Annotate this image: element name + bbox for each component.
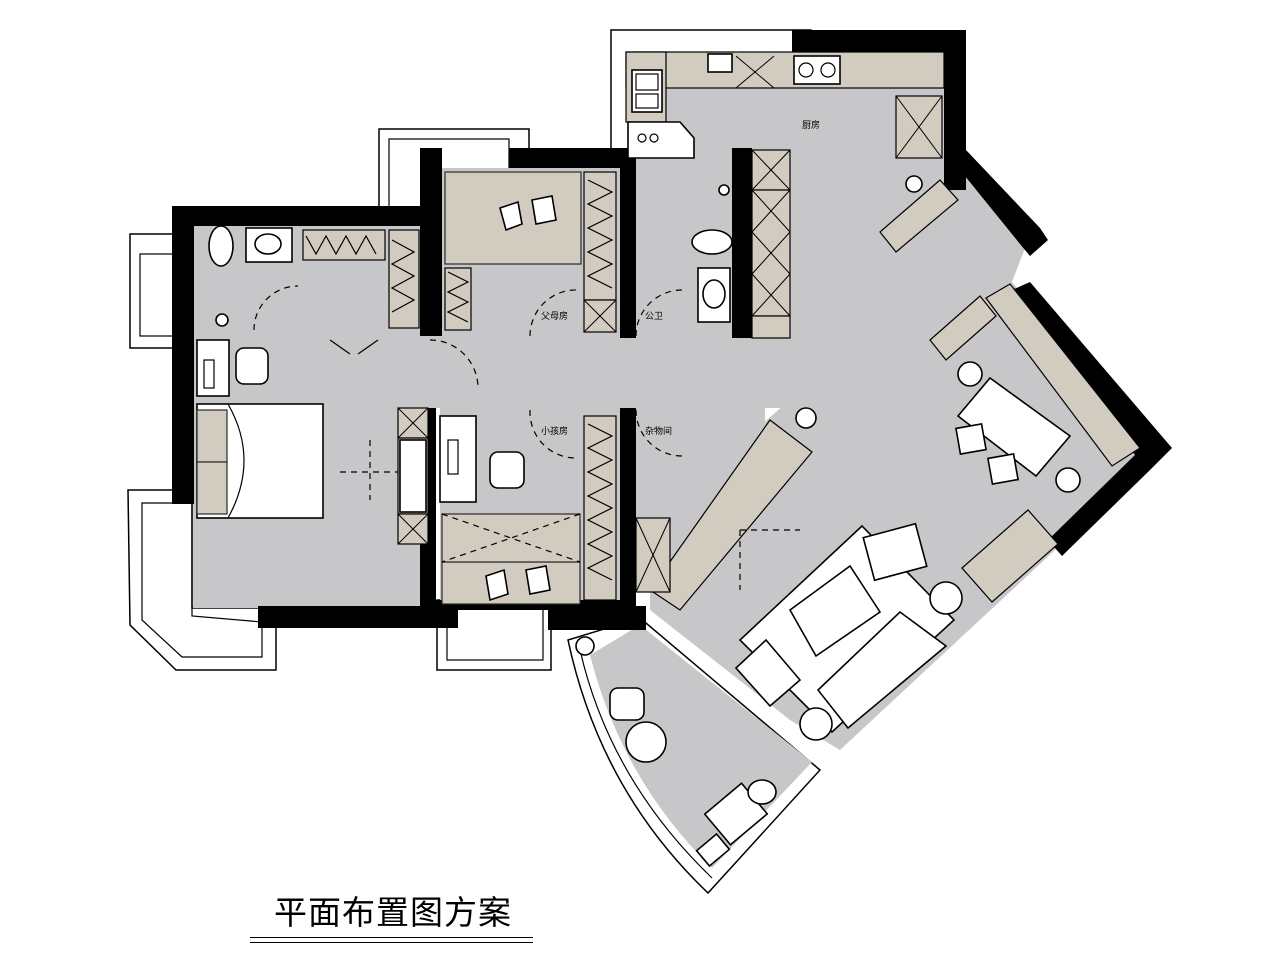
label-kids-room: 小孩房 [541,425,568,437]
doors [253,285,800,590]
label-kitchen: 厨房 [802,119,820,131]
wardrobe-hangers [305,179,614,581]
label-storage: 杂物间 [645,425,672,437]
living-furniture [575,175,1081,868]
cabinet-cross-marks [397,55,943,593]
bath-fixtures [208,184,733,327]
label-parents-room: 父母房 [541,310,568,322]
kitchen-fixtures [627,53,841,159]
label-public-bath: 公卫 [645,311,663,322]
title-underline-bottom [250,942,533,943]
beds [196,171,582,605]
plan-title: 平面布置图方案 [274,893,512,932]
title-underline-top [250,937,533,938]
room-labels: 厨房 父母房 公卫 小孩房 杂物间 [541,119,820,437]
desks-chairs [196,339,525,513]
